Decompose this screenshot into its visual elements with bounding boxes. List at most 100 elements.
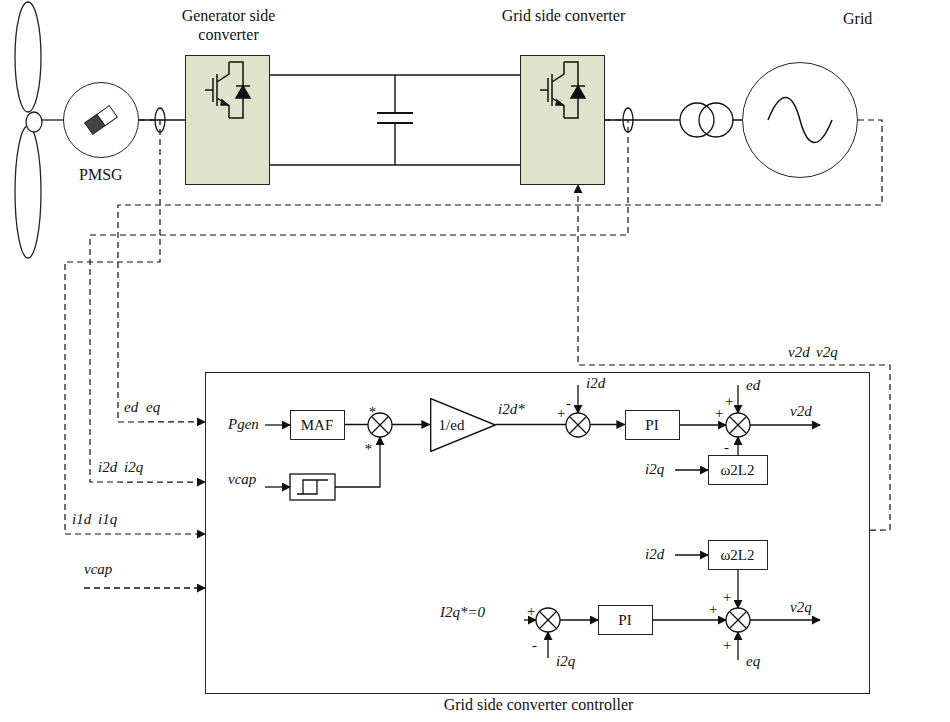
node-label: PI: [618, 611, 631, 629]
node-label: MAF: [301, 416, 334, 434]
signal-label: i2d: [98, 458, 117, 476]
signal-wire: [560, 619, 598, 620]
hysteresis-block: [297, 480, 328, 494]
turbine-blades: [42, 119, 63, 120]
controller-box: Grid side converter controllerMAF1/edPIω…: [205, 372, 870, 694]
signal-wire: [737, 570, 738, 608]
current-sensor: [623, 108, 633, 132]
signal-label: i2q: [124, 458, 143, 476]
signal-wire: [675, 469, 708, 470]
signal-label: +: [556, 404, 566, 422]
signal-label: vcap: [228, 470, 256, 488]
signal-label: +: [526, 602, 536, 620]
converter-fill: [520, 55, 605, 185]
signal-label: i2d: [586, 374, 605, 392]
turbine-blades: [15, 2, 63, 258]
signal-label: +: [724, 392, 734, 410]
signal-wire: [737, 632, 738, 660]
signal-label: -: [566, 394, 571, 412]
turbine-blades: [15, 2, 41, 112]
summing-junction: [570, 417, 586, 433]
signal-label: I2q*=0: [440, 603, 485, 621]
signal-wire: [265, 486, 290, 487]
dc-link: [377, 112, 413, 114]
signal-label: +: [708, 600, 718, 618]
decoupling-block: ω2L2: [708, 455, 768, 485]
signal-dashed-line: [118, 120, 882, 422]
converter-fill: [185, 55, 270, 185]
signal-label: -: [724, 438, 729, 456]
filter-block: MAF: [290, 410, 345, 440]
signal-label: i2d: [645, 545, 664, 563]
igbt-symbol: [205, 62, 250, 118]
signal-label: +: [722, 588, 732, 606]
decoupling-block: ω2L2: [708, 540, 768, 570]
node-label: 1/ed: [439, 416, 465, 434]
signal-dashed-line: [65, 120, 205, 534]
current-sensor: [155, 108, 165, 132]
igbt-symbol: [540, 62, 585, 118]
node-label: PMSG: [79, 165, 123, 184]
signal-wire: [577, 385, 578, 413]
pi-block: PI: [598, 605, 653, 635]
summing-junction: [368, 413, 750, 632]
dc-link: [270, 75, 520, 165]
summing-junction: [540, 612, 556, 628]
signal-label: v2q: [816, 343, 838, 361]
node-label: Grid: [843, 9, 872, 28]
signal-label: ed: [746, 376, 760, 394]
grid-circle: Grid: [742, 62, 858, 178]
signal-wire: [680, 424, 726, 425]
signal-wire: [737, 385, 738, 413]
summing-junction: [726, 608, 750, 632]
hysteresis-block: [290, 474, 335, 500]
signal-label: v2q: [790, 598, 812, 616]
turbine-blades: [15, 126, 41, 258]
converter-box: Grid side converter: [520, 55, 605, 185]
signal-wire: [750, 619, 820, 620]
transformer-symbol: [699, 103, 733, 137]
transformer-symbol: [680, 114, 732, 126]
signal-dashed-line: [578, 185, 890, 530]
pi-block: PI: [625, 410, 680, 440]
hysteresis-block: [290, 474, 335, 500]
pmsg-magnet: [97, 106, 117, 126]
signal-wire: [750, 424, 820, 425]
signal-label: *: [364, 440, 372, 458]
signal-label: +: [714, 404, 724, 422]
grid-sine: [768, 98, 832, 143]
summing-junction: [726, 413, 750, 437]
signal-wire: [84, 587, 205, 588]
signal-label: -: [532, 636, 537, 654]
turbine-blades: [26, 112, 42, 132]
summing-junction: [730, 417, 746, 433]
transformer-symbol: [680, 103, 733, 137]
summing-junction: [730, 612, 746, 628]
signal-label: v2d: [790, 402, 812, 420]
signal-label: eq: [146, 398, 160, 416]
power-line: [496, 424, 625, 425]
node-label: Generator side converter: [158, 6, 299, 44]
signal-label: eq: [746, 652, 760, 670]
signal-wire: [335, 437, 380, 487]
igbt-symbol: [205, 62, 585, 118]
generator-circle: PMSG: [63, 82, 139, 158]
summing-junction: [566, 413, 590, 437]
signal-label: i1q: [98, 510, 117, 528]
signal-wire: [524, 619, 536, 620]
node-label: ω2L2: [720, 461, 754, 479]
dc-link: [394, 75, 395, 113]
node-label: Grid side converter: [501, 6, 626, 25]
dc-link: [394, 123, 395, 165]
transformer-symbol: [680, 103, 714, 137]
signal-label: +: [722, 636, 732, 654]
power-line: [270, 74, 520, 75]
signal-label: i2d*: [498, 400, 525, 418]
summing-junction: [536, 608, 560, 632]
power-line: [139, 119, 185, 120]
signal-wire: [675, 554, 708, 555]
signal-wire: [653, 619, 726, 620]
current-sensor: [155, 108, 633, 132]
converter-fill: [185, 55, 605, 185]
